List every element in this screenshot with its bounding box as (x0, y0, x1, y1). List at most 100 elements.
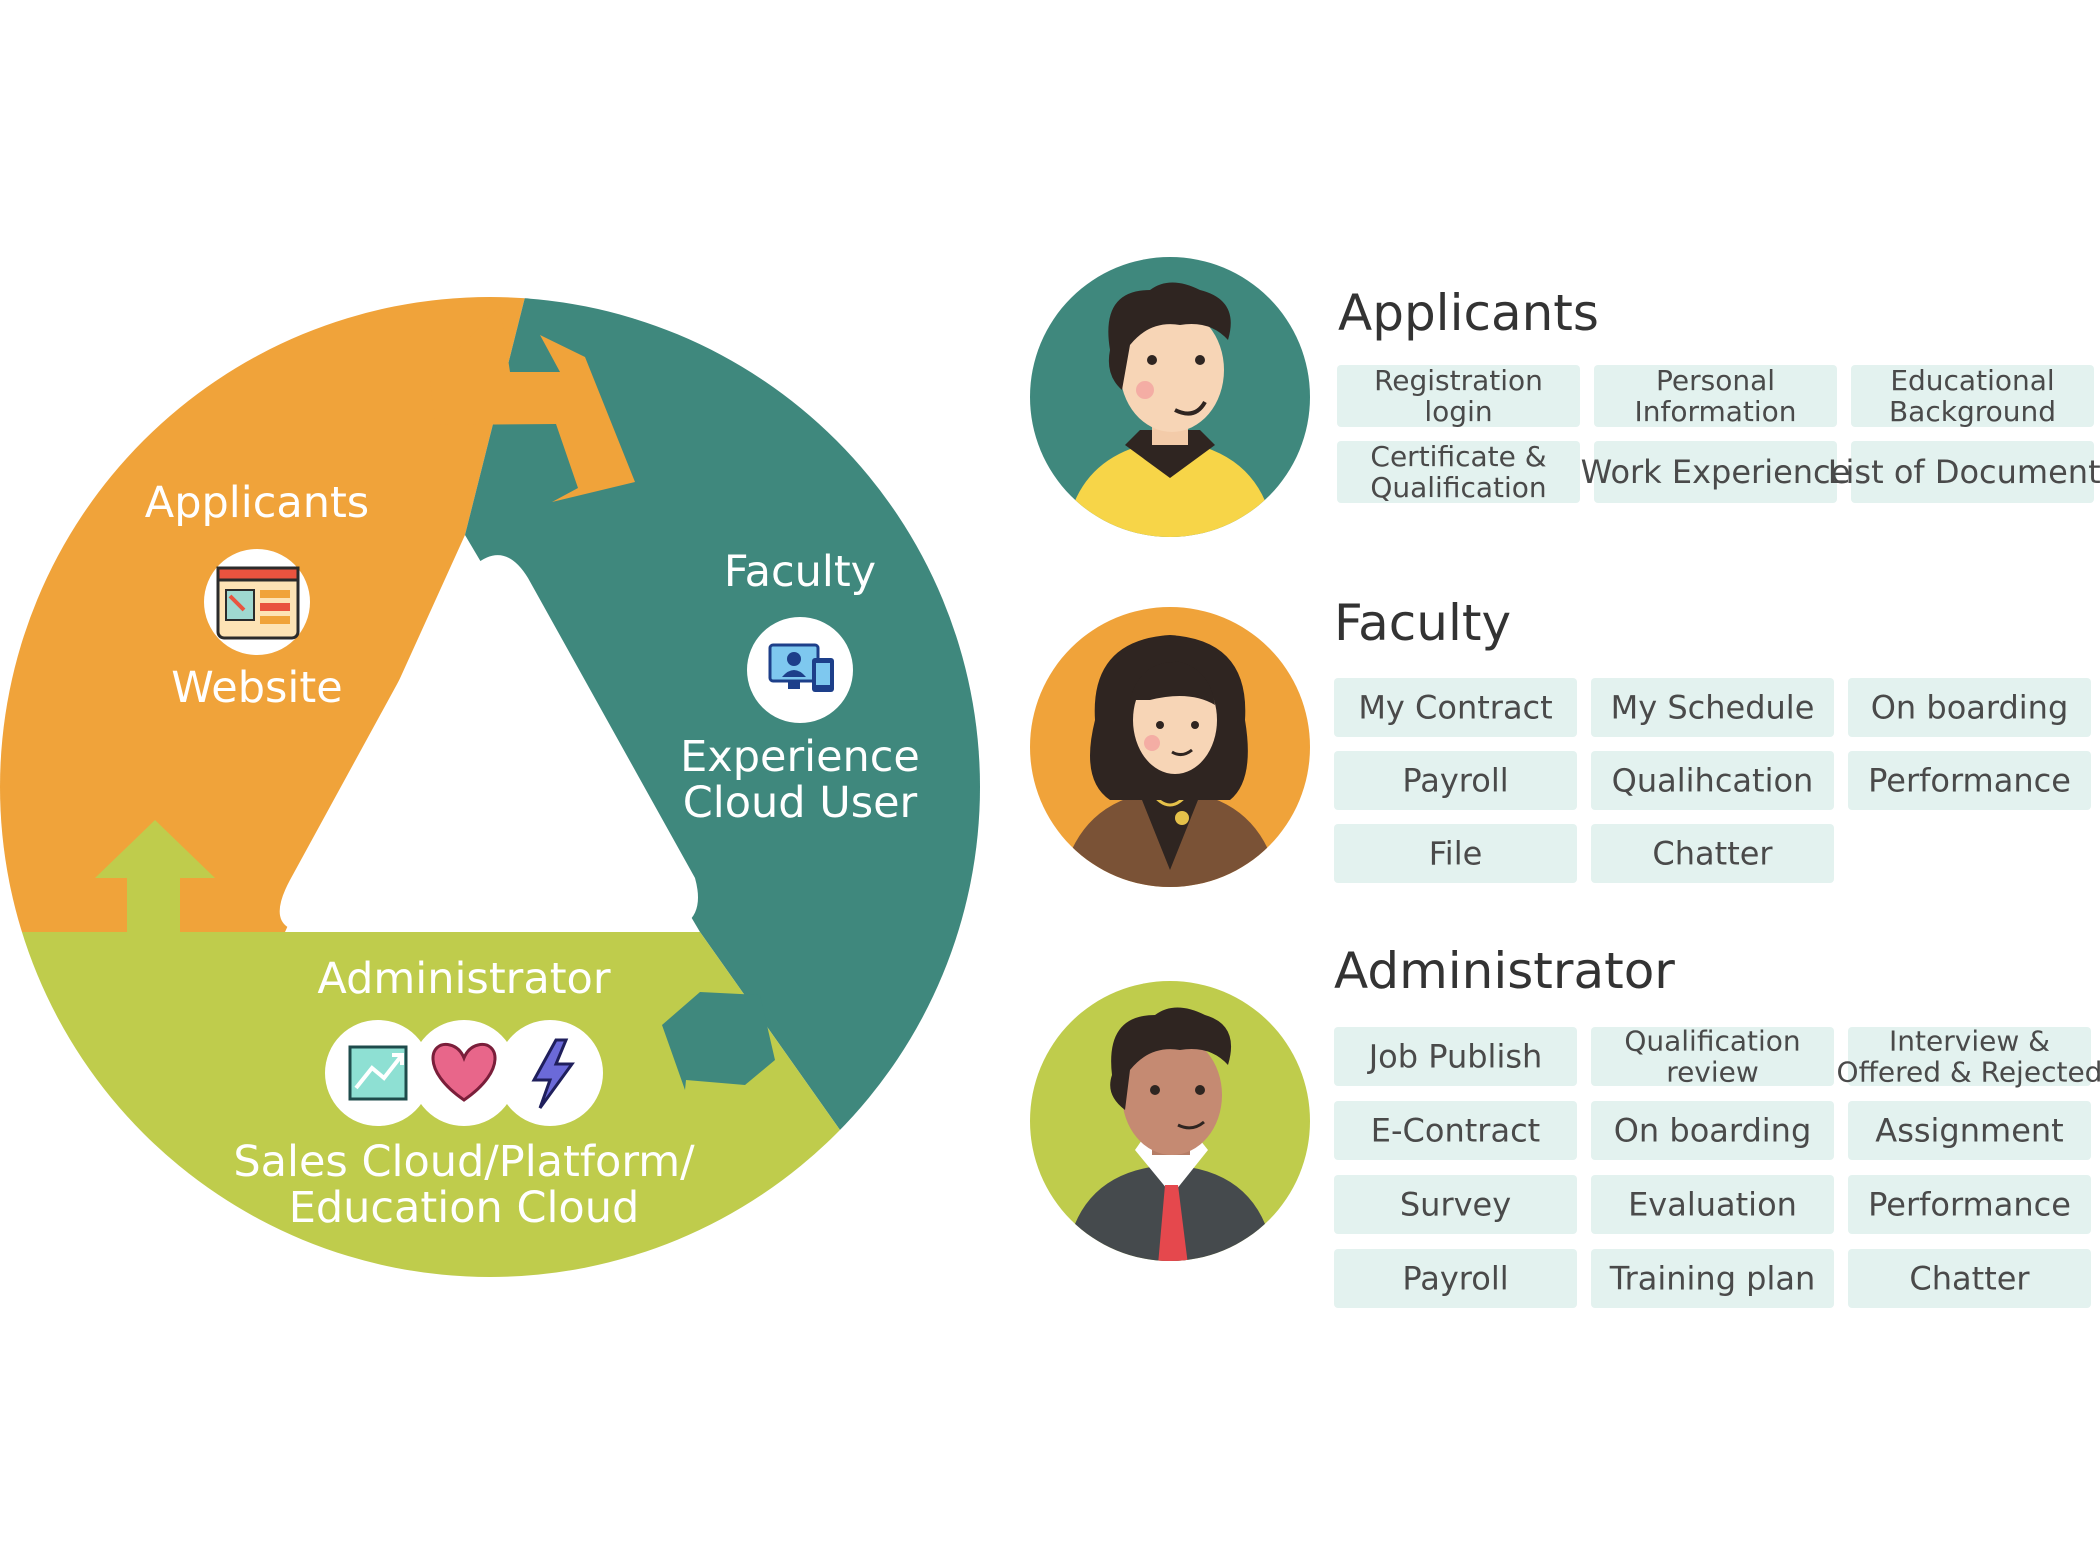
feature-chip-background (1337, 441, 1580, 503)
feature-chip-label: Information (1634, 395, 1796, 428)
feature-chip-label: On boarding (1614, 1112, 1812, 1150)
chart-icon (348, 1045, 408, 1101)
feature-chip-label: Background (1889, 395, 2056, 428)
arrow-administrator-to-applicants (95, 820, 215, 935)
heart-icon (431, 1042, 497, 1102)
feature-chip-label: Offered & Rejected (1837, 1056, 2100, 1089)
feature-chip-label: Payroll (1402, 762, 1508, 800)
feature-chip-label: Interview & (1889, 1025, 2050, 1058)
cycle-diagram (0, 297, 980, 1277)
feature-chip-background (1848, 678, 2091, 737)
feature-chips: RegistrationloginPersonalInformationEduc… (1334, 364, 2100, 1308)
section-title-applicants: Applicants (1338, 284, 1599, 342)
feature-chip-background (1334, 1027, 1577, 1086)
feature-chip-background (1594, 441, 1837, 503)
devices-icon (747, 617, 853, 723)
feature-chip-label: Performance (1868, 762, 2071, 800)
feature-chip: Job Publish (1334, 1027, 1577, 1086)
feature-chip-label: Payroll (1402, 1260, 1508, 1298)
feature-chip-label: My Contract (1358, 689, 1552, 727)
feature-chip-label: Educational (1890, 364, 2054, 397)
feature-chip-background (1848, 1175, 2091, 1234)
feature-chip-background (1848, 1101, 2091, 1160)
feature-chip: Certificate &Qualification (1337, 440, 1580, 504)
feature-chip-label: Personal (1656, 364, 1775, 397)
arrow-faculty-to-administrator (662, 992, 775, 1090)
feature-chip-background (1851, 441, 2094, 503)
faculty-sector (465, 297, 980, 1150)
feature-chip: On boarding (1848, 678, 2091, 737)
feature-chip-label: Performance (1868, 1186, 2071, 1224)
center-triangle (279, 555, 698, 932)
feature-chip-background (1334, 1249, 1577, 1308)
feature-chip-label: Qualihcation (1612, 762, 1814, 800)
feature-chip-background (1848, 751, 2091, 810)
feature-chip-label: Training plan (1609, 1260, 1816, 1298)
cycle-faculty-title: Faculty (724, 547, 876, 597)
feature-chip: Evaluation (1591, 1175, 1834, 1234)
lightning-icon (531, 1038, 575, 1109)
feature-chip-label: Survey (1400, 1186, 1511, 1224)
feature-chip-background (1591, 1175, 1834, 1234)
feature-chip-background (1591, 751, 1834, 810)
feature-chip: Performance (1848, 1175, 2091, 1234)
cycle-applicants-title: Applicants (145, 478, 369, 528)
feature-chip-label: Work Experience (1581, 453, 1851, 491)
feature-chip: Qualihcation (1591, 751, 1834, 810)
feature-chip-label: Qualification (1624, 1025, 1800, 1058)
cycle-faculty-system-line1: Experience (680, 732, 920, 782)
feature-chip-label: review (1666, 1056, 1759, 1089)
feature-chip-background (1337, 365, 1580, 427)
feature-chip-label: Certificate & (1370, 440, 1546, 473)
feature-chip-label: On boarding (1871, 689, 2069, 727)
feature-chip-background (1594, 365, 1837, 427)
feature-chip: File (1334, 824, 1577, 883)
section-title-faculty: Faculty (1334, 594, 1511, 652)
feature-chip-background (1848, 1249, 2091, 1308)
feature-chip-background (1334, 824, 1577, 883)
feature-chip-background (1591, 1101, 1834, 1160)
feature-chip-label: My Schedule (1611, 689, 1815, 727)
feature-chip-label: Chatter (1652, 835, 1773, 873)
feature-chip-background (1851, 365, 2094, 427)
feature-chip: Assignment (1848, 1101, 2091, 1160)
feature-chip-label: Assignment (1875, 1112, 2063, 1150)
arrow-applicants-to-faculty (430, 306, 635, 502)
cycle-faculty-system-line2: Cloud User (683, 778, 918, 828)
feature-chip: Work Experience (1581, 441, 1851, 503)
feature-chip: My Schedule (1591, 678, 1834, 737)
feature-chip-label: Registration (1374, 364, 1543, 397)
feature-chip: My Contract (1334, 678, 1577, 737)
feature-chip: Training plan (1591, 1249, 1834, 1308)
feature-chip: Chatter (1848, 1249, 2091, 1308)
cycle-applicants-system: Website (171, 663, 342, 713)
administrator-sector (0, 932, 840, 1277)
feature-chip-label: Evaluation (1628, 1186, 1797, 1224)
feature-chip-background (1591, 1027, 1834, 1086)
feature-chip-label: Job Publish (1367, 1038, 1543, 1076)
applicant-avatar (1030, 257, 1310, 537)
section-title-administrator: Administrator (1334, 942, 1675, 1000)
feature-chip: Chatter (1591, 824, 1834, 883)
cycle-administrator-system-line1: Sales Cloud/Platform/ (233, 1137, 695, 1187)
applicants-sector (0, 297, 600, 932)
feature-chip-background (1591, 678, 1834, 737)
feature-chip-background (1334, 1101, 1577, 1160)
feature-chip: Payroll (1334, 1249, 1577, 1308)
feature-chip: E-Contract (1334, 1101, 1577, 1160)
feature-chip: Interview &Offered & Rejected (1837, 1025, 2100, 1089)
feature-chip-background (1334, 678, 1577, 737)
feature-chip-label: Chatter (1909, 1260, 2030, 1298)
faculty-avatar (1030, 607, 1310, 887)
feature-chip-background (1591, 1249, 1834, 1308)
cycle-administrator-title: Administrator (317, 954, 610, 1004)
feature-chip: List of Documents (1828, 441, 2100, 503)
feature-chip-label: File (1429, 835, 1483, 873)
feature-chip-background (1591, 824, 1834, 883)
feature-chip: Performance (1848, 751, 2091, 810)
